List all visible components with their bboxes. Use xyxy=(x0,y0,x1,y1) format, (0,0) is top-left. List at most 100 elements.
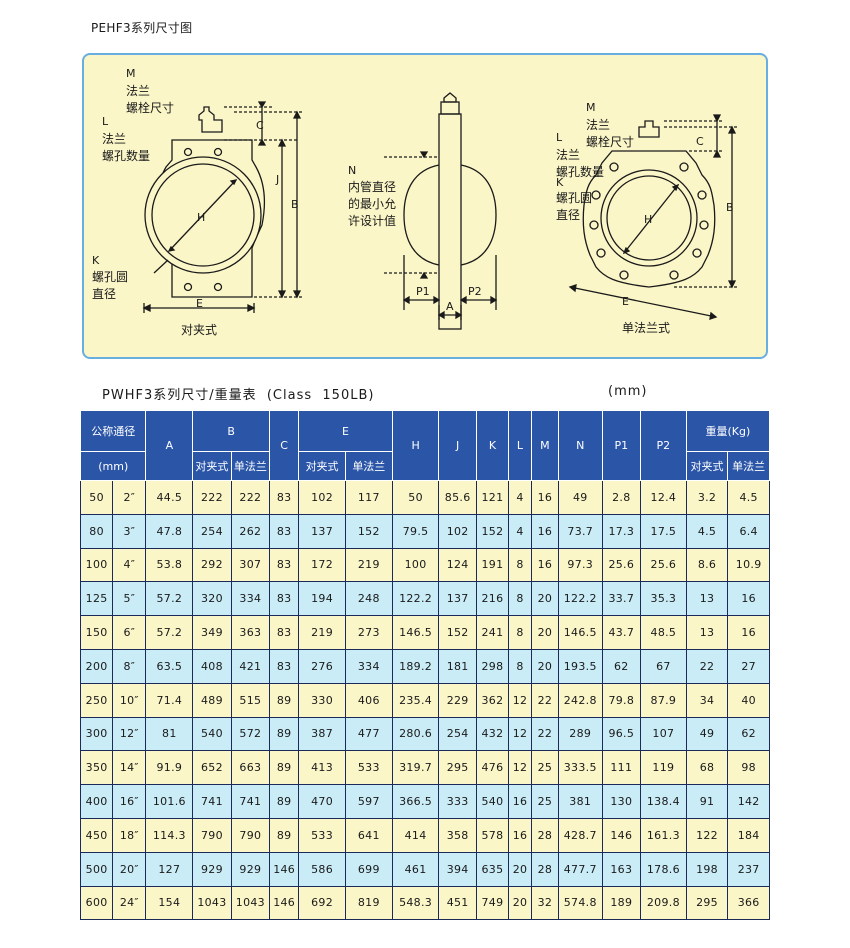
header-b-wafer: 对夹式 xyxy=(192,451,232,481)
table-cell: 137 xyxy=(438,581,477,617)
table-cell: 12 xyxy=(508,682,532,718)
table-cell: 100 xyxy=(391,547,440,583)
table-cell: 366 xyxy=(727,885,770,921)
table-cell: 741 xyxy=(230,784,271,819)
table-cell: 295 xyxy=(438,750,477,786)
lug-k-label-2: 直径 xyxy=(556,208,580,222)
table-cell: 5″ xyxy=(112,581,147,617)
table-cell: 44.5 xyxy=(145,480,194,515)
table-cell: 699 xyxy=(344,851,393,887)
table-cell: 20 xyxy=(508,885,532,921)
table-cell: 57.2 xyxy=(145,581,194,617)
table-cell: 13 xyxy=(685,581,729,617)
table-cell: 790 xyxy=(192,817,232,853)
table-cell: 362 xyxy=(475,682,510,718)
table-cell: 163 xyxy=(601,851,642,887)
table-cell: 27 xyxy=(727,648,770,684)
table-cell: 91 xyxy=(685,784,729,819)
wafer-l-label-1: 法兰 xyxy=(102,132,126,146)
table-cell: 330 xyxy=(298,682,346,718)
table-cell: 574.8 xyxy=(557,885,603,921)
table-cell: 107 xyxy=(640,716,687,752)
table-cell: 16 xyxy=(508,817,532,853)
table-cell: 122.2 xyxy=(391,581,440,617)
table-cell: 254 xyxy=(192,513,232,549)
table-cell: 12 xyxy=(508,716,532,752)
lug-b-letter: B xyxy=(726,201,734,214)
table-cell: 6.4 xyxy=(727,513,770,549)
table-cell: 533 xyxy=(298,817,346,853)
table-cell: 91.9 xyxy=(145,750,194,786)
table-cell: 600 xyxy=(79,885,114,921)
table-cell: 295 xyxy=(685,885,729,921)
header-m: M xyxy=(530,410,559,481)
lug-l-label-1: 法兰 xyxy=(556,148,580,162)
table-cell: 125 xyxy=(79,581,114,617)
table-cell: 358 xyxy=(438,817,477,853)
table-cell: 83 xyxy=(269,513,300,549)
table-cell: 189.2 xyxy=(391,648,440,684)
table-cell: 334 xyxy=(230,581,271,617)
header-p1: P1 xyxy=(601,410,642,481)
wafer-k-letter: K xyxy=(92,254,100,267)
table-cell: 146 xyxy=(601,817,642,853)
table-cell: 572 xyxy=(230,716,271,752)
table-cell: 413 xyxy=(298,750,346,786)
table-cell: 641 xyxy=(344,817,393,853)
header-l: L xyxy=(508,410,532,481)
table-cell: 500 xyxy=(79,851,114,887)
table-cell: 280.6 xyxy=(391,716,440,752)
table-cell: 8 xyxy=(508,648,532,684)
table-cell: 242.8 xyxy=(557,682,603,718)
header-a: A xyxy=(145,410,194,481)
table-cell: 18″ xyxy=(112,817,147,853)
dimension-diagram: M 法兰 螺栓尺寸 L 法兰 螺孔数量 K 螺孔圆 直径 C J B H E 对… xyxy=(92,67,739,337)
table-cell: 172 xyxy=(298,547,346,583)
lug-m-label-1: 法兰 xyxy=(586,118,610,132)
table-cell: 8 xyxy=(508,615,532,650)
lug-e-letter: E xyxy=(622,295,629,308)
header-e-lug: 单法兰 xyxy=(344,451,393,481)
table-cell: 10.9 xyxy=(727,547,770,583)
table-cell: 819 xyxy=(344,885,393,921)
table-cell: 421 xyxy=(230,648,271,684)
table-cell: 237 xyxy=(727,851,770,887)
table-cell: 138.4 xyxy=(640,784,687,819)
table-cell: 8 xyxy=(508,547,532,583)
table-cell: 400 xyxy=(79,784,114,819)
wafer-l-letter: L xyxy=(102,115,109,128)
table-cell: 298 xyxy=(475,648,510,684)
table-cell: 578 xyxy=(475,817,510,853)
table-cell: 414 xyxy=(391,817,440,853)
side-a-letter: A xyxy=(446,300,454,313)
table-cell: 292 xyxy=(192,547,232,583)
table-cell: 276 xyxy=(298,648,346,684)
table-cell: 83 xyxy=(269,581,300,617)
table-cell: 17.3 xyxy=(601,513,642,549)
table-cell: 152 xyxy=(344,513,393,549)
table-cell: 32 xyxy=(530,885,559,921)
table-cell: 43.7 xyxy=(601,615,642,650)
table-cell: 33.7 xyxy=(601,581,642,617)
table-cell: 12″ xyxy=(112,716,147,752)
table-cell: 2.8 xyxy=(601,480,642,515)
table-cell: 146 xyxy=(269,851,300,887)
table-cell: 49 xyxy=(685,716,729,752)
table-cell: 350 xyxy=(79,750,114,786)
table-cell: 50 xyxy=(391,480,440,515)
table-cell: 127 xyxy=(145,851,194,887)
lug-l-letter: L xyxy=(556,131,563,144)
table-cell: 191 xyxy=(475,547,510,583)
header-nominal: 公称通径 xyxy=(79,410,147,452)
table-cell: 1043 xyxy=(192,885,232,921)
table-cell: 300 xyxy=(79,716,114,752)
header-j: J xyxy=(438,410,477,481)
dimension-weight-table: 公称通径 A B C E H J K L M N P1 P2 重量(Kg) (m… xyxy=(79,410,771,921)
table-cell: 652 xyxy=(192,750,232,786)
table-cell: 692 xyxy=(298,885,346,921)
